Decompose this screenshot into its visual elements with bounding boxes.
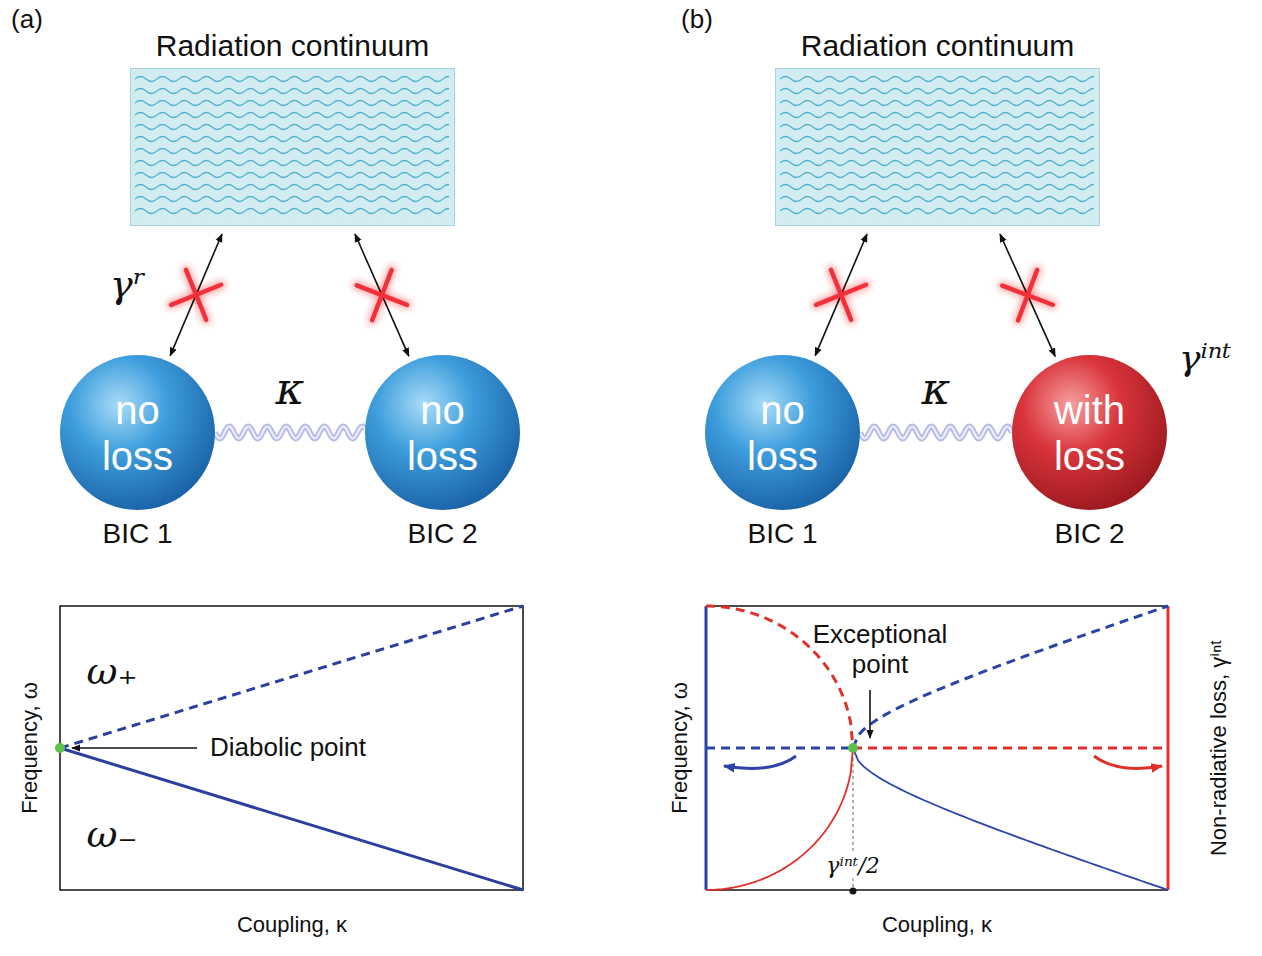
omega-minus-line [60,748,523,890]
plot-curve [853,747,1168,750]
plot-curve [706,606,853,748]
axis-pointer [1094,756,1162,768]
mode-name: BIC 1 [747,518,817,550]
region-heading: Radiation continuum [801,29,1075,63]
radiative-loss-symbol: γʳ [110,263,146,307]
axis-tick-dot [850,888,857,895]
coupling-tube [860,427,1012,439]
panel-letter: (b) [681,5,713,35]
radiation-arrow [170,234,222,356]
region-heading: Radiation continuum [156,29,430,63]
wave-texture [776,69,1099,225]
plot-a [55,606,523,890]
plot-curve [706,747,853,750]
blocked-mark [357,285,407,305]
blocked-mark-glow [357,285,407,305]
omega-plus-line [60,606,523,748]
tick-label: γⁱⁿᵗ/2 [823,853,882,878]
wave-lines [780,73,1094,220]
plot-curve [706,748,853,890]
sphere-shape [365,355,520,510]
axis-title: Frequency, ω [667,682,692,814]
right-axis [1167,606,1170,890]
sphere [705,355,860,510]
decorations [171,270,1053,439]
curves [706,606,1168,890]
panel-letter: (a) [11,5,43,35]
axis-title: Frequency, ω [17,682,42,814]
blocked-mark [1002,286,1053,305]
axis-title: Coupling, κ [882,912,992,937]
coupling-wave [215,427,365,439]
sphere [60,355,215,510]
continuum-box: Radiation continuum [130,68,455,226]
branch-label: ω₊ [86,650,137,694]
plot-curve [853,606,1168,748]
blocked-mark-glow [1002,286,1053,305]
sphere [1012,355,1167,510]
sphere-shape [705,355,860,510]
loss-label: no loss [727,387,839,479]
axis-title: Coupling, κ [237,912,347,937]
radiation-arrow [355,234,409,356]
blocked-mark [186,270,206,320]
intrinsic-loss-symbol: γⁱⁿᵗ [1179,337,1231,378]
coupling-wave [860,427,1012,439]
resonator-sphere: with lossBIC 2 [1012,355,1167,510]
callout-text: Diabolic point [210,733,366,763]
resonator-sphere: no lossBIC 1 [705,355,860,510]
radiation-arrow [815,234,867,356]
pointer-arrow [72,747,197,749]
continuum-box: Radiation continuum [775,68,1100,226]
mode-name: BIC 2 [1054,518,1124,550]
callout-text: Exceptional point [805,620,955,680]
blocked-mark [831,270,851,320]
wave-lines [135,73,449,220]
plot-frame [60,606,523,890]
exceptional-point-dot [848,743,858,753]
mode-name: BIC 2 [407,518,477,550]
coupling-symbol: κ [276,363,305,414]
axis-pointer [724,756,796,768]
axis-title: Non-radiative loss, γⁱⁿᵗ [1206,640,1231,856]
plot-frame [706,889,1168,891]
sphere [365,355,520,510]
ep-guide-line [852,752,854,888]
coupling-symbol: κ [922,363,951,414]
pointer-arrow [869,690,871,738]
mode-name: BIC 1 [102,518,172,550]
coupling-tube [215,427,365,439]
resonator-sphere: no lossBIC 1 [60,355,215,510]
resonator-sphere: no lossBIC 2 [365,355,520,510]
loss-label: no loss [387,387,499,479]
sphere-shape [60,355,215,510]
branch-label: ω₋ [86,813,137,857]
sphere-shape [1012,355,1167,510]
wave-texture [131,69,454,225]
radiation-arrow [1000,234,1055,356]
loss-label: with loss [1034,387,1146,479]
plot-curve [853,748,1168,890]
connectors [170,234,1055,438]
plot-frame [706,605,1168,607]
plot-b [706,606,1168,895]
loss-label: no loss [82,387,194,479]
diabolic-point-dot [55,743,65,753]
